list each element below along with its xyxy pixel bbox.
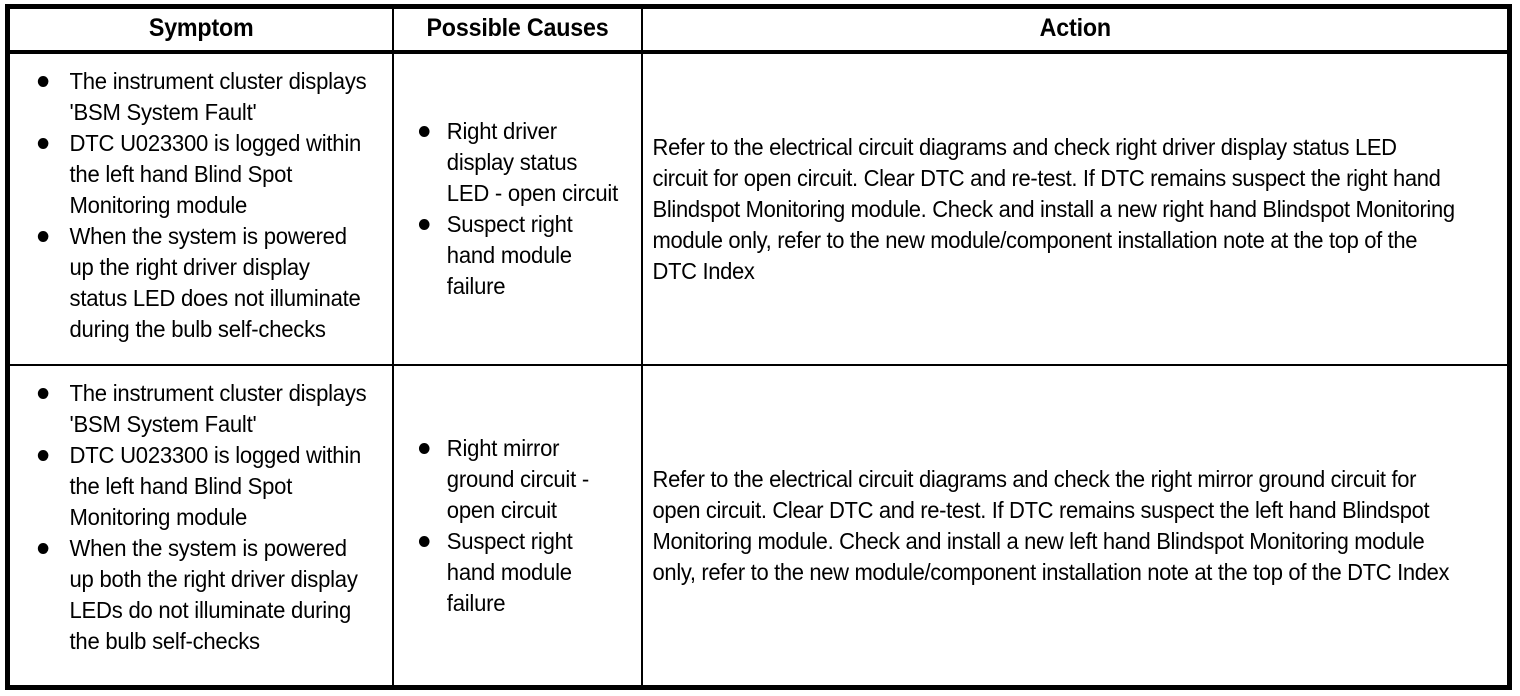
table-header: Symptom Possible Causes Action bbox=[8, 6, 1510, 55]
list-item: Suspect right hand module failure bbox=[394, 526, 623, 619]
action-text: Refer to the electrical circuit diagrams… bbox=[652, 465, 1449, 585]
symptom-cell: The instrument cluster displays 'BSM Sys… bbox=[6, 364, 394, 689]
causes-bullet-list: Right mirror ground circuit - open circu… bbox=[394, 433, 641, 619]
list-item: DTC U023300 is logged within the left ha… bbox=[10, 128, 370, 221]
column-header-symptom: Symptom bbox=[20, 6, 380, 55]
possible-causes-cell: Right mirror ground circuit - open circu… bbox=[391, 364, 643, 689]
action-cell: Refer to the electrical circuit diagrams… bbox=[640, 51, 1511, 367]
symptom-bullet-list: The instrument cluster displays 'BSM Sys… bbox=[10, 366, 392, 671]
causes-bullet-list: Right driver display status LED - open c… bbox=[394, 116, 641, 302]
column-header-possible-causes: Possible Causes bbox=[400, 6, 634, 55]
table-row: The instrument cluster displays 'BSM Sys… bbox=[6, 51, 1511, 367]
action-cell: Refer to the electrical circuit diagrams… bbox=[640, 364, 1511, 689]
list-item: Right mirror ground circuit - open circu… bbox=[394, 433, 623, 526]
symptom-cell: The instrument cluster displays 'BSM Sys… bbox=[6, 51, 394, 367]
table-body: The instrument cluster displays 'BSM Sys… bbox=[6, 51, 1511, 689]
list-item: The instrument cluster displays 'BSM Sys… bbox=[10, 66, 370, 128]
list-item: Right driver display status LED - open c… bbox=[394, 116, 623, 209]
list-item: When the system is powered up the right … bbox=[10, 221, 370, 345]
list-item: When the system is powered up both the r… bbox=[10, 533, 370, 657]
list-item: Suspect right hand module failure bbox=[394, 209, 623, 302]
possible-causes-cell: Right driver display status LED - open c… bbox=[391, 51, 643, 367]
symptom-bullet-list: The instrument cluster displays 'BSM Sys… bbox=[10, 54, 392, 359]
action-text: Refer to the electrical circuit diagrams… bbox=[652, 133, 1455, 284]
header-row: Symptom Possible Causes Action bbox=[8, 6, 1510, 55]
table-row: The instrument cluster displays 'BSM Sys… bbox=[6, 364, 1511, 689]
dtc-diagnostic-table: Symptom Possible Causes Action The instr… bbox=[5, 4, 1512, 690]
column-header-action: Action bbox=[670, 6, 1481, 55]
document-page: Symptom Possible Causes Action The instr… bbox=[0, 4, 1520, 696]
list-item: The instrument cluster displays 'BSM Sys… bbox=[10, 378, 370, 440]
list-item: DTC U023300 is logged within the left ha… bbox=[10, 440, 370, 533]
